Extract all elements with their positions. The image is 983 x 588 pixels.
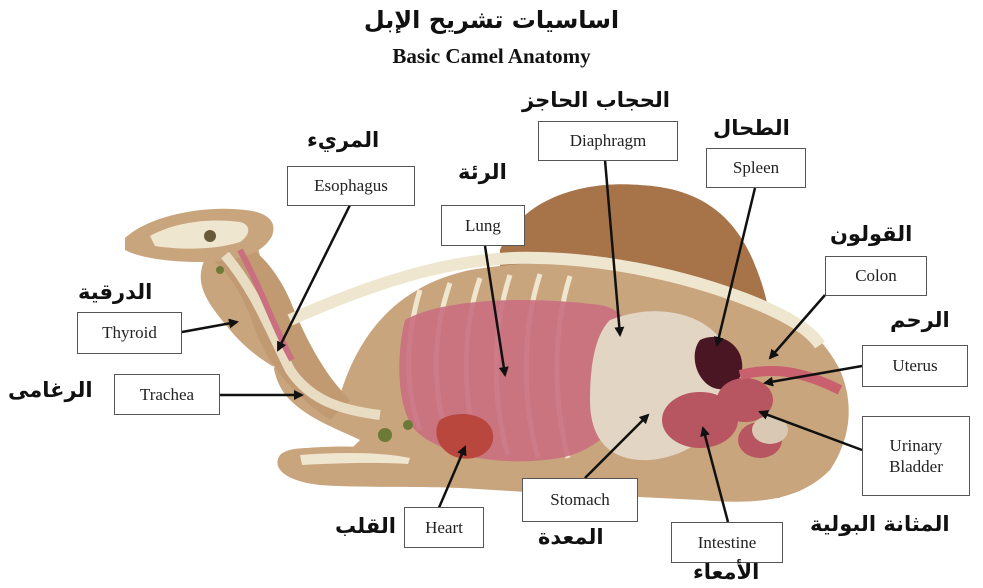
arabic-heart: القلب: [335, 514, 396, 538]
arabic-thyroid: الدرقية: [78, 280, 152, 304]
label-heart: Heart: [404, 507, 484, 548]
arabic-intestine: الأمعاء: [693, 560, 759, 584]
arabic-colon: القولون: [830, 222, 912, 246]
label-uterus: Uterus: [862, 345, 968, 387]
label-spleen: Spleen: [706, 148, 806, 188]
label-lung: Lung: [441, 205, 525, 246]
label-colon: Colon: [825, 256, 927, 296]
label-thyroid: Thyroid: [77, 312, 182, 354]
arabic-lung: الرئة: [458, 160, 507, 184]
label-trachea: Trachea: [114, 374, 220, 415]
label-esophagus: Esophagus: [287, 166, 415, 206]
arabic-esophagus: المريء: [307, 128, 379, 152]
arabic-spleen: الطحال: [713, 116, 790, 140]
label-intestine: Intestine: [671, 522, 783, 563]
label-diaphragm: Diaphragm: [538, 121, 678, 161]
label-urinary-bladder: Urinary Bladder: [862, 416, 970, 496]
label-stomach: Stomach: [522, 478, 638, 522]
arabic-trachea: الرغامى: [8, 378, 93, 402]
arabic-urinary-bladder: المثانة البولية: [810, 512, 950, 536]
arabic-stomach: المعدة: [538, 525, 604, 549]
arabic-diaphragm: الحجاب الحاجز: [522, 88, 670, 112]
arrow-esophagus: [278, 205, 350, 350]
arabic-uterus: الرحم: [890, 308, 950, 332]
